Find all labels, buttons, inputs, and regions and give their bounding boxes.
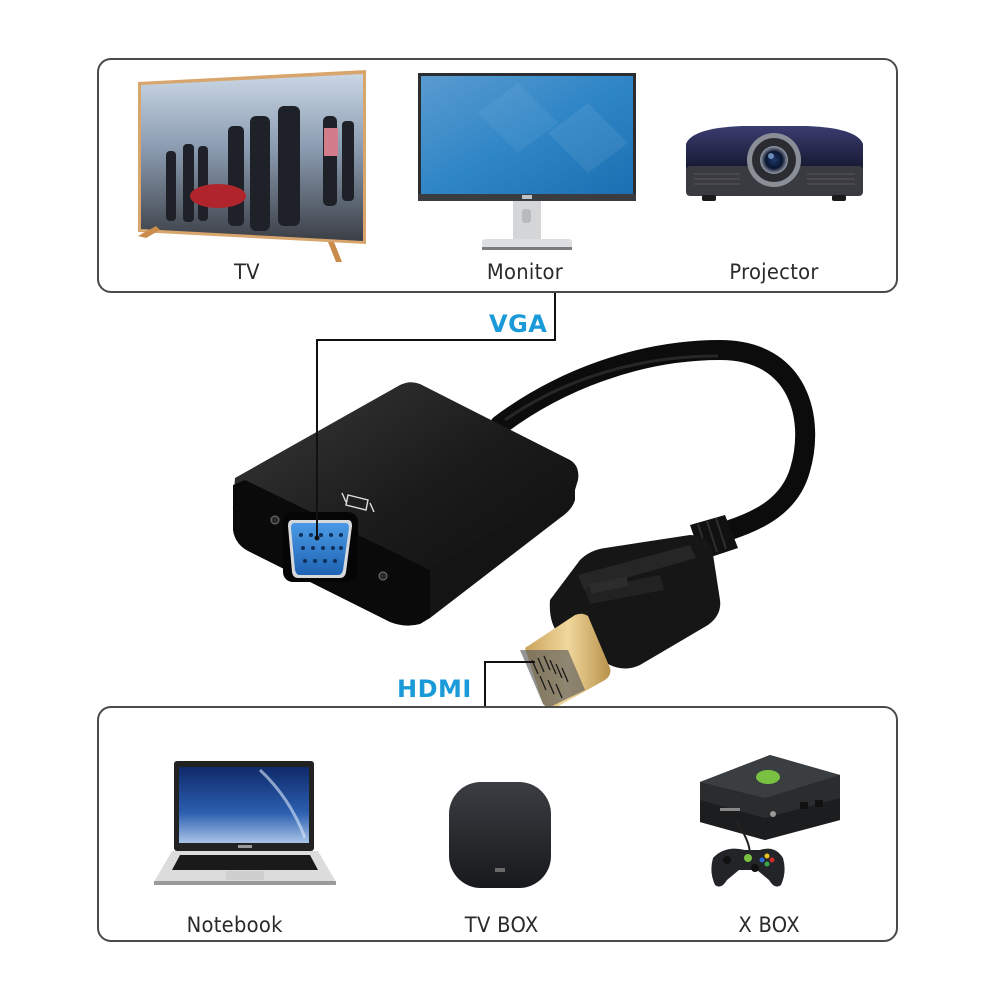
hdmi-port-label: HDMI bbox=[397, 675, 472, 703]
xbox-label: X BOX bbox=[738, 913, 800, 937]
monitor-label: Monitor bbox=[486, 260, 564, 284]
tv-icon bbox=[128, 66, 373, 266]
game-console-icon bbox=[695, 750, 845, 895]
tv-box-label: TV BOX bbox=[464, 913, 539, 937]
tv-box-icon bbox=[447, 780, 553, 890]
notebook-label: Notebook bbox=[186, 913, 283, 937]
vga-port-label: VGA bbox=[489, 310, 548, 338]
monitor-icon bbox=[418, 73, 638, 255]
projector-label: Projector bbox=[729, 260, 819, 284]
laptop-icon bbox=[150, 758, 340, 890]
tv-label: TV bbox=[233, 260, 260, 284]
projector-icon bbox=[682, 122, 867, 204]
